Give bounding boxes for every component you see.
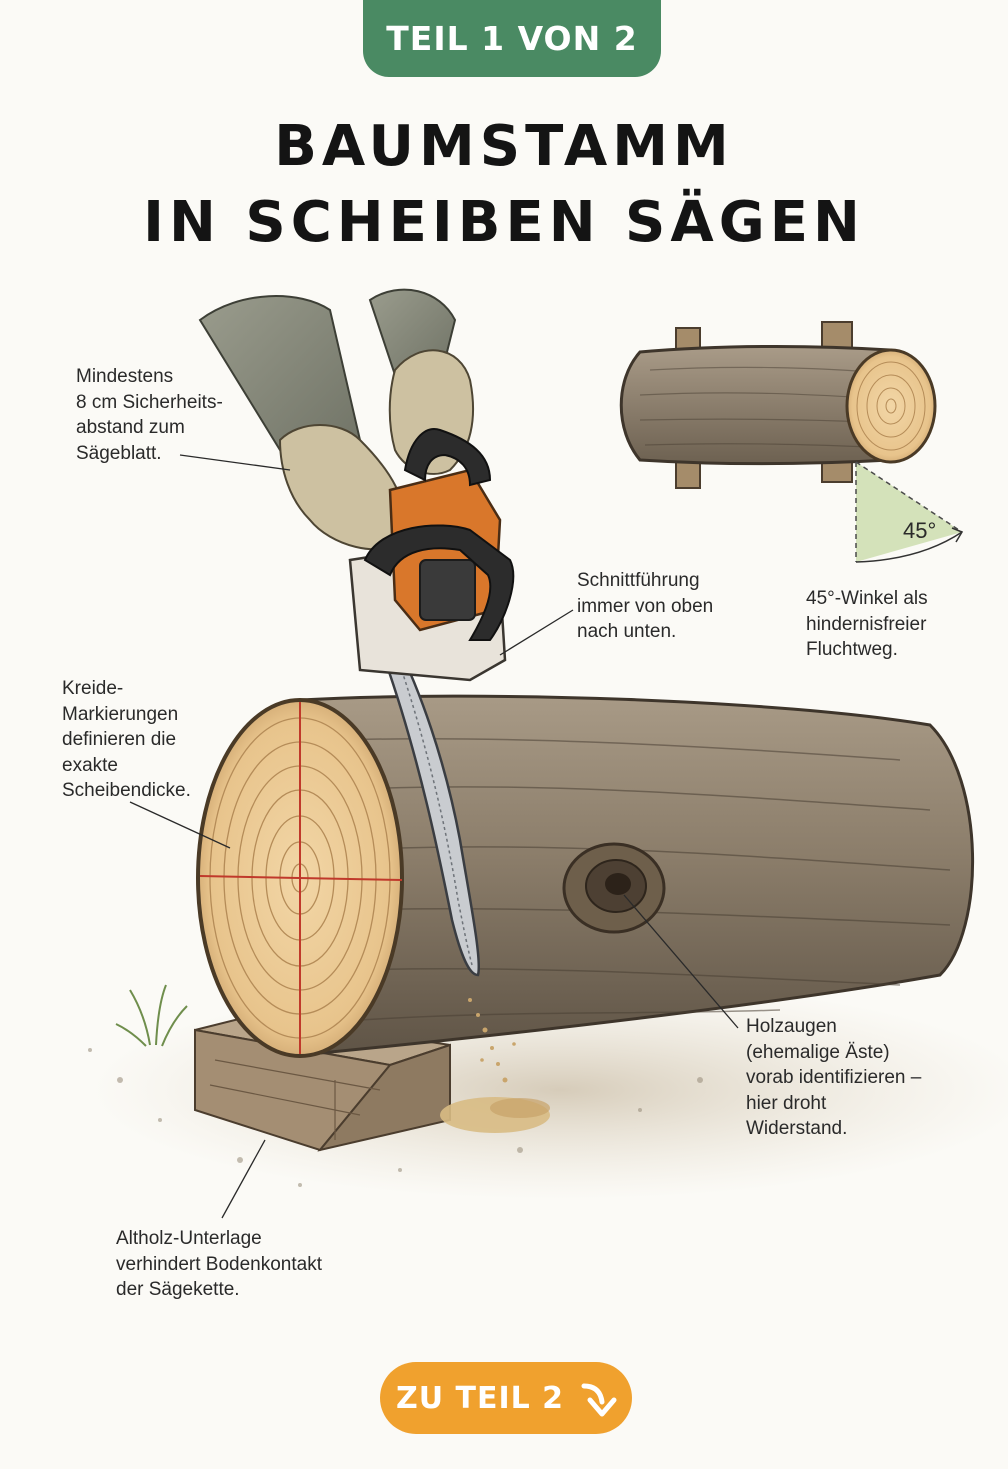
grass-tuft [115, 984, 188, 1047]
leader-lines [129, 454, 739, 1219]
left-arm [198, 295, 407, 551]
wood-knot [562, 842, 666, 934]
page-title-line-2: IN SCHEIBEN SÄGEN [143, 190, 865, 255]
angle-label: 45° [903, 518, 937, 543]
next-part-button[interactable]: ZU TEIL 2 [380, 1362, 632, 1434]
sawdust [440, 998, 550, 1133]
annotation-chalk-marks: Kreide- Markierungen definieren die exak… [62, 678, 191, 801]
escape-angle-wedge [856, 462, 962, 562]
log-end-grain [196, 698, 404, 1058]
left-glove [278, 424, 407, 551]
next-part-label: ZU TEIL 2 [395, 1380, 565, 1416]
arrow-down-right-icon [581, 1383, 617, 1417]
guide-bar [383, 637, 480, 977]
part-badge: TEIL 1 VON 2 [363, 0, 661, 77]
chalk-marks [199, 702, 403, 1054]
annotation-cut-direction: Schnittführung immer von oben nach unten… [577, 570, 714, 642]
ground-pebbles [88, 1048, 703, 1187]
angle-arrowhead [951, 527, 964, 543]
annotation-escape-route: 45°-Winkel als hindernisfreier Fluchtweg… [806, 588, 928, 660]
chainsaw [348, 428, 515, 977]
front-handle [363, 524, 515, 641]
page-title-line-1: BAUMSTAMM [274, 114, 734, 179]
rear-handle [403, 428, 492, 487]
annotation-base-support: Altholz-Unterlage verhindert Bodenkontak… [116, 1228, 322, 1300]
main-log [196, 694, 974, 1058]
small-log-diagram [619, 321, 964, 563]
annotation-knots: Holzaugen (ehemalige Äste) vorab identif… [746, 1016, 922, 1139]
annotation-safety-distance: Mindestens 8 cm Sicherheits- abstand zum… [76, 366, 223, 464]
